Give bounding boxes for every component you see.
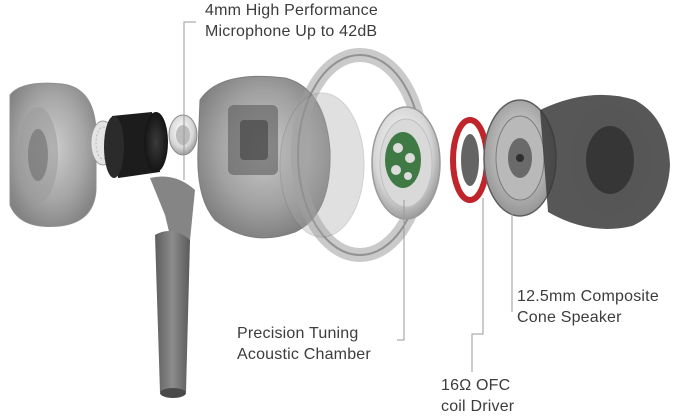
coil-driver-ring — [450, 117, 490, 203]
callout-microphone: 4mm High Performance Microphone Up to 42… — [205, 0, 378, 42]
callout-chamber-line2: Acoustic Chamber — [237, 346, 371, 363]
earphone-stem — [150, 176, 195, 398]
callout-chamber-line1: Precision Tuning — [237, 325, 359, 342]
callout-driver-line2: coil Driver — [441, 398, 515, 415]
cone-speaker-driver — [483, 99, 557, 217]
leader-line-chamber — [397, 200, 405, 341]
leader-line-driver — [471, 198, 484, 372]
foam-cylinder — [104, 112, 168, 178]
callout-cone-speaker: 12.5mm Composite Cone Speaker — [517, 286, 659, 328]
callout-speaker-line2: Cone Speaker — [517, 309, 622, 326]
ear-tip — [9, 82, 97, 228]
rear-cap — [540, 94, 670, 229]
callout-microphone-line1: 4mm High Performance — [205, 2, 378, 19]
callout-speaker-line1: 12.5mm Composite — [517, 288, 659, 305]
acoustic-chamber-disc — [371, 106, 441, 220]
callout-coil-driver: 16Ω OFC coil Driver — [441, 375, 514, 417]
callout-acoustic-chamber: Precision Tuning Acoustic Chamber — [237, 323, 371, 365]
callout-microphone-line2: Microphone Up to 42dB — [205, 23, 378, 40]
callout-driver-line1: 16Ω OFC — [441, 377, 511, 394]
microphone-capsule — [168, 114, 198, 156]
leader-lines — [183, 21, 513, 372]
leader-line-microphone — [183, 21, 196, 180]
